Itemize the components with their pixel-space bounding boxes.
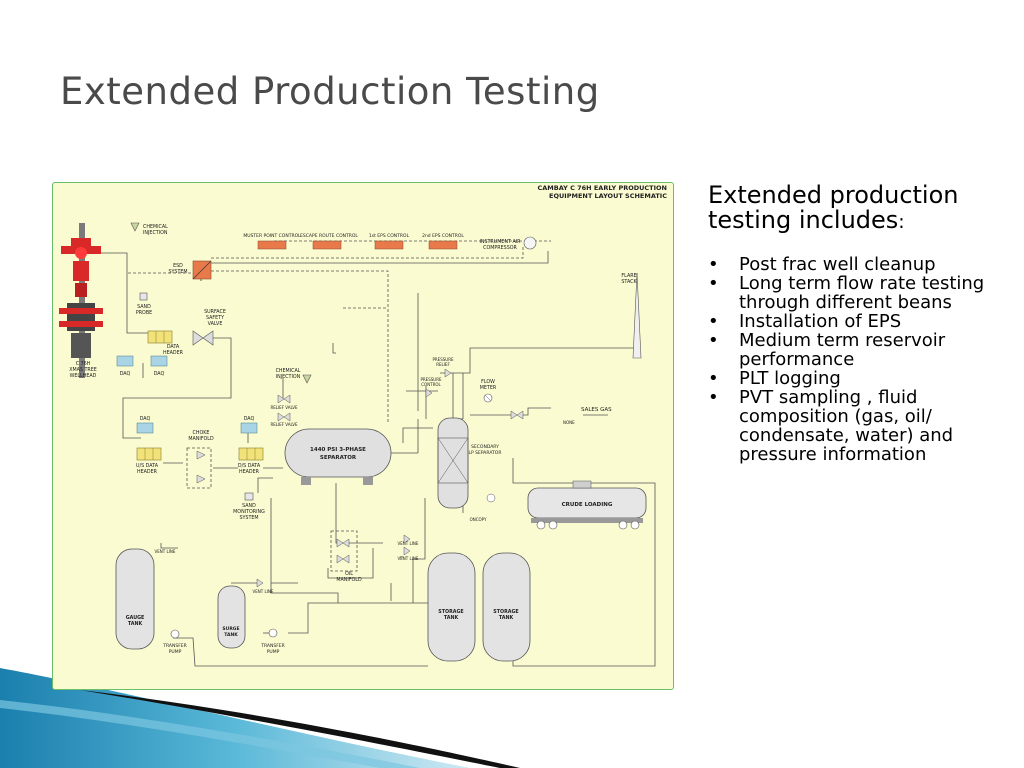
svg-text:TANK: TANK (128, 621, 143, 627)
svg-text:GAUGE: GAUGE (126, 615, 145, 621)
gauge-tank: GAUGE TANK (115, 548, 155, 650)
svg-text:TRANSFER: TRANSFER (162, 643, 187, 649)
svg-text:SAND: SAND (137, 304, 151, 310)
svg-text:SEPARATOR: SEPARATOR (320, 455, 357, 461)
svg-text:STORAGE: STORAGE (438, 609, 463, 615)
secondary-lp-separator: SECONDARY LP SEPARATOR (437, 417, 502, 509)
svg-text:COMPRESSOR: COMPRESSOR (483, 245, 517, 251)
svg-text:DAQ: DAQ (140, 416, 151, 422)
svg-text:MANIFOLD: MANIFOLD (188, 436, 214, 442)
svg-text:INSTRUMENT AIR: INSTRUMENT AIR (479, 239, 521, 245)
process-schematic: CAMBAY C 76H EARLY PRODUCTION EQUIPMENT … (52, 182, 674, 690)
svg-text:1st EPS CONTROL: 1st EPS CONTROL (369, 233, 410, 239)
svg-text:RELIEF: RELIEF (436, 362, 450, 367)
xmas-tree-wellhead: C 76H XMAS TREE WELLHEAD (59, 223, 103, 379)
intro-colon: : (898, 211, 905, 233)
svg-text:CONTROL: CONTROL (421, 382, 441, 387)
svg-text:RELIEF VALVE: RELIEF VALVE (270, 422, 298, 427)
svg-text:TANK: TANK (499, 615, 514, 621)
svg-text:TRANSFER: TRANSFER (260, 643, 285, 649)
svg-text:SAND: SAND (242, 503, 256, 509)
svg-text:SURGE: SURGE (222, 626, 239, 632)
storage-tank-2: STORAGE TANK (482, 552, 531, 662)
svg-text:INJECTION: INJECTION (276, 374, 301, 380)
svg-text:2nd EPS CONTROL: 2nd EPS CONTROL (422, 233, 464, 239)
svg-text:PRESSURE: PRESSURE (432, 357, 454, 362)
svg-text:DAQ: DAQ (120, 371, 131, 377)
svg-text:STACK: STACK (621, 279, 637, 285)
schematic-header-line2: EQUIPMENT LAYOUT SCHEMATIC (549, 192, 667, 200)
svg-text:PROBE: PROBE (136, 310, 152, 316)
svg-text:PRESSURE: PRESSURE (420, 377, 442, 382)
svg-text:CHOKE: CHOKE (193, 430, 210, 436)
bullet-list: Post frac well cleanup Long term flow ra… (708, 255, 1008, 464)
svg-text:OIL: OIL (345, 571, 353, 577)
svg-text:VALVE: VALVE (208, 321, 223, 327)
svg-text:VENT LINE: VENT LINE (398, 556, 419, 561)
svg-text:WELLHEAD: WELLHEAD (70, 373, 97, 379)
svg-text:DAQ: DAQ (244, 416, 255, 422)
intro-text: Extended production testing includes: (708, 183, 1008, 235)
bullet-item: PLT logging (708, 369, 1008, 388)
svg-text:RELIEF VALVE: RELIEF VALVE (270, 405, 298, 410)
svg-text:SYSTEM: SYSTEM (168, 269, 187, 275)
bullet-item: PVT sampling , fluid composition (gas, o… (708, 388, 1008, 464)
svg-text:PUMP: PUMP (169, 649, 182, 655)
bullet-item: Medium term reservoir performance (708, 331, 1008, 369)
bullet-item: Installation of EPS (708, 312, 1008, 331)
svg-text:VENT LINE: VENT LINE (398, 541, 419, 546)
storage-tank-1: STORAGE TANK (427, 552, 476, 662)
svg-text:DATA: DATA (167, 344, 180, 350)
svg-text:MONITORING: MONITORING (233, 509, 265, 515)
svg-text:NONE: NONE (563, 420, 575, 425)
svg-text:FLOW: FLOW (481, 379, 495, 385)
svg-text:MUSTER POINT CONTROL: MUSTER POINT CONTROL (243, 233, 301, 239)
svg-text:CHEMICAL: CHEMICAL (143, 224, 168, 230)
svg-text:SURFACE: SURFACE (204, 309, 226, 315)
schematic-svg: CAMBAY C 76H EARLY PRODUCTION EQUIPMENT … (59, 184, 667, 667)
svg-text:D/S DATA: D/S DATA (238, 463, 261, 469)
svg-text:VENT LINE: VENT LINE (253, 589, 274, 594)
svg-text:TANK: TANK (224, 632, 238, 638)
svg-text:DAQ: DAQ (154, 371, 165, 377)
svg-text:CRUDE LOADING: CRUDE LOADING (562, 502, 613, 508)
svg-text:CHEMICAL: CHEMICAL (276, 368, 301, 374)
svg-text:HEADER: HEADER (137, 469, 158, 475)
svg-text:U/S DATA: U/S DATA (136, 463, 159, 469)
svg-text:XMAS TREE: XMAS TREE (69, 367, 97, 373)
surge-tank: SURGE TANK (217, 585, 246, 649)
svg-text:SYSTEM: SYSTEM (239, 515, 258, 521)
schematic-header-line1: CAMBAY C 76H EARLY PRODUCTION (537, 184, 667, 192)
page-title: Extended Production Testing (60, 70, 600, 113)
svg-text:SAFETY: SAFETY (206, 315, 224, 321)
svg-text:VENT LINE: VENT LINE (155, 549, 176, 554)
svg-text:SALES GAS: SALES GAS (581, 407, 612, 413)
svg-text:HEADER: HEADER (239, 469, 260, 475)
svg-text:1440 PSI 3-PHASE: 1440 PSI 3-PHASE (310, 447, 366, 453)
svg-text:MANIFOLD: MANIFOLD (336, 577, 362, 583)
svg-text:HEADER: HEADER (163, 350, 184, 356)
svg-text:C 76H: C 76H (76, 361, 91, 367)
svg-text:SECONDARY: SECONDARY (471, 444, 499, 450)
intro-main: Extended production testing includes (708, 181, 959, 234)
crude-loading-tanker: CRUDE LOADING (527, 480, 647, 530)
svg-text:INJECTION: INJECTION (143, 230, 168, 236)
bullet-item: Long term flow rate testing through diff… (708, 274, 1008, 312)
svg-text:FLARE: FLARE (621, 273, 636, 279)
text-panel: Extended production testing includes: Po… (708, 183, 1008, 465)
svg-text:ESCAPE ROUTE CONTROL: ESCAPE ROUTE CONTROL (300, 233, 358, 239)
bullet-item: Post frac well cleanup (708, 255, 1008, 274)
svg-text:ONCOPY: ONCOPY (470, 517, 487, 522)
control-boxes: MUSTER POINT CONTROL ESCAPE ROUTE CONTRO… (243, 233, 464, 250)
svg-text:LP SEPARATOR: LP SEPARATOR (469, 450, 502, 456)
svg-text:STORAGE: STORAGE (493, 609, 518, 615)
svg-text:PUMP: PUMP (267, 649, 280, 655)
svg-text:ESD: ESD (173, 263, 183, 269)
three-phase-separator: 1440 PSI 3-PHASE SEPARATOR (284, 428, 392, 485)
svg-text:METER: METER (480, 385, 497, 391)
svg-text:TANK: TANK (444, 615, 459, 621)
